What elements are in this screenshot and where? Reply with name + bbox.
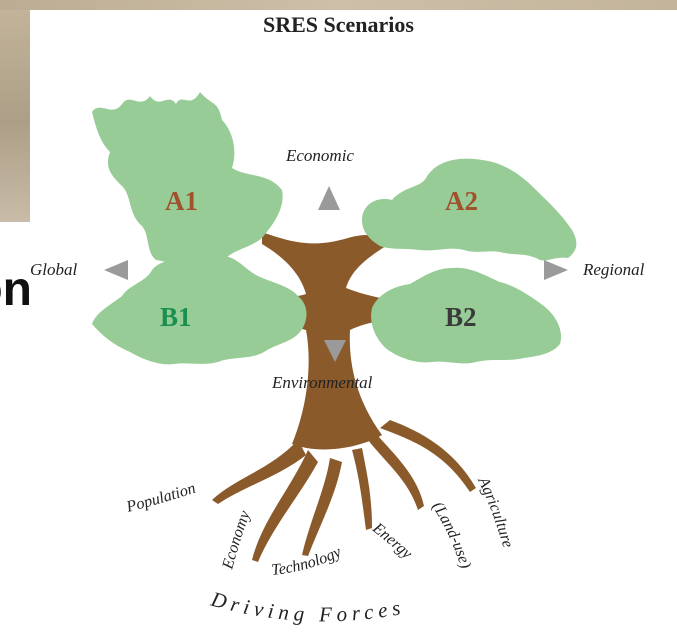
regional-arrow-icon bbox=[544, 260, 568, 280]
root-label-land-use-text: (Land-use) bbox=[429, 499, 474, 571]
scenario-label-b2: B2 bbox=[445, 302, 477, 332]
slide-top-strip bbox=[0, 0, 677, 10]
axis-arrows bbox=[104, 186, 568, 362]
root-label-population: Population bbox=[124, 480, 198, 516]
environmental-arrow-icon bbox=[324, 340, 346, 362]
foliage-a2 bbox=[362, 158, 577, 261]
foliage-b2 bbox=[371, 267, 562, 364]
global-arrow-icon bbox=[104, 260, 128, 280]
foliage-b1 bbox=[92, 254, 307, 365]
foliage-a1 bbox=[92, 92, 283, 264]
regional-label: Regional bbox=[583, 260, 645, 279]
root-label-agriculture: Agriculture bbox=[474, 474, 516, 550]
scenario-label-a2: A2 bbox=[445, 186, 478, 216]
slide-title-fragment: on bbox=[0, 224, 30, 356]
economic-arrow-icon bbox=[318, 186, 340, 210]
root-label-land-use: (Land-use) bbox=[429, 499, 474, 571]
root-label-energy-text: Energy bbox=[369, 519, 416, 563]
svg-text:Driving Forces: Driving Forces bbox=[208, 587, 407, 627]
root-label-economy: Economy bbox=[219, 508, 254, 572]
root-label-economy-text: Economy bbox=[219, 508, 254, 572]
slide-background-panel bbox=[0, 0, 30, 222]
scenario-label-b1: B1 bbox=[160, 302, 192, 332]
slide-title-fragment-text: on bbox=[0, 263, 30, 316]
environmental-label: Environmental bbox=[272, 373, 373, 392]
economic-label: Economic bbox=[286, 146, 354, 165]
global-label: Global bbox=[30, 260, 78, 279]
tree-foliage bbox=[92, 92, 577, 365]
root-label-energy: Energy bbox=[369, 519, 416, 563]
diagram-title: SRES Scenarios bbox=[263, 12, 414, 37]
driving-forces-label: Driving Forces bbox=[208, 587, 402, 627]
tree-roots bbox=[212, 420, 476, 562]
scenario-label-a1: A1 bbox=[165, 186, 198, 216]
root-label-population-text: Population bbox=[124, 480, 198, 516]
root-label-agriculture-text: Agriculture bbox=[474, 474, 516, 550]
